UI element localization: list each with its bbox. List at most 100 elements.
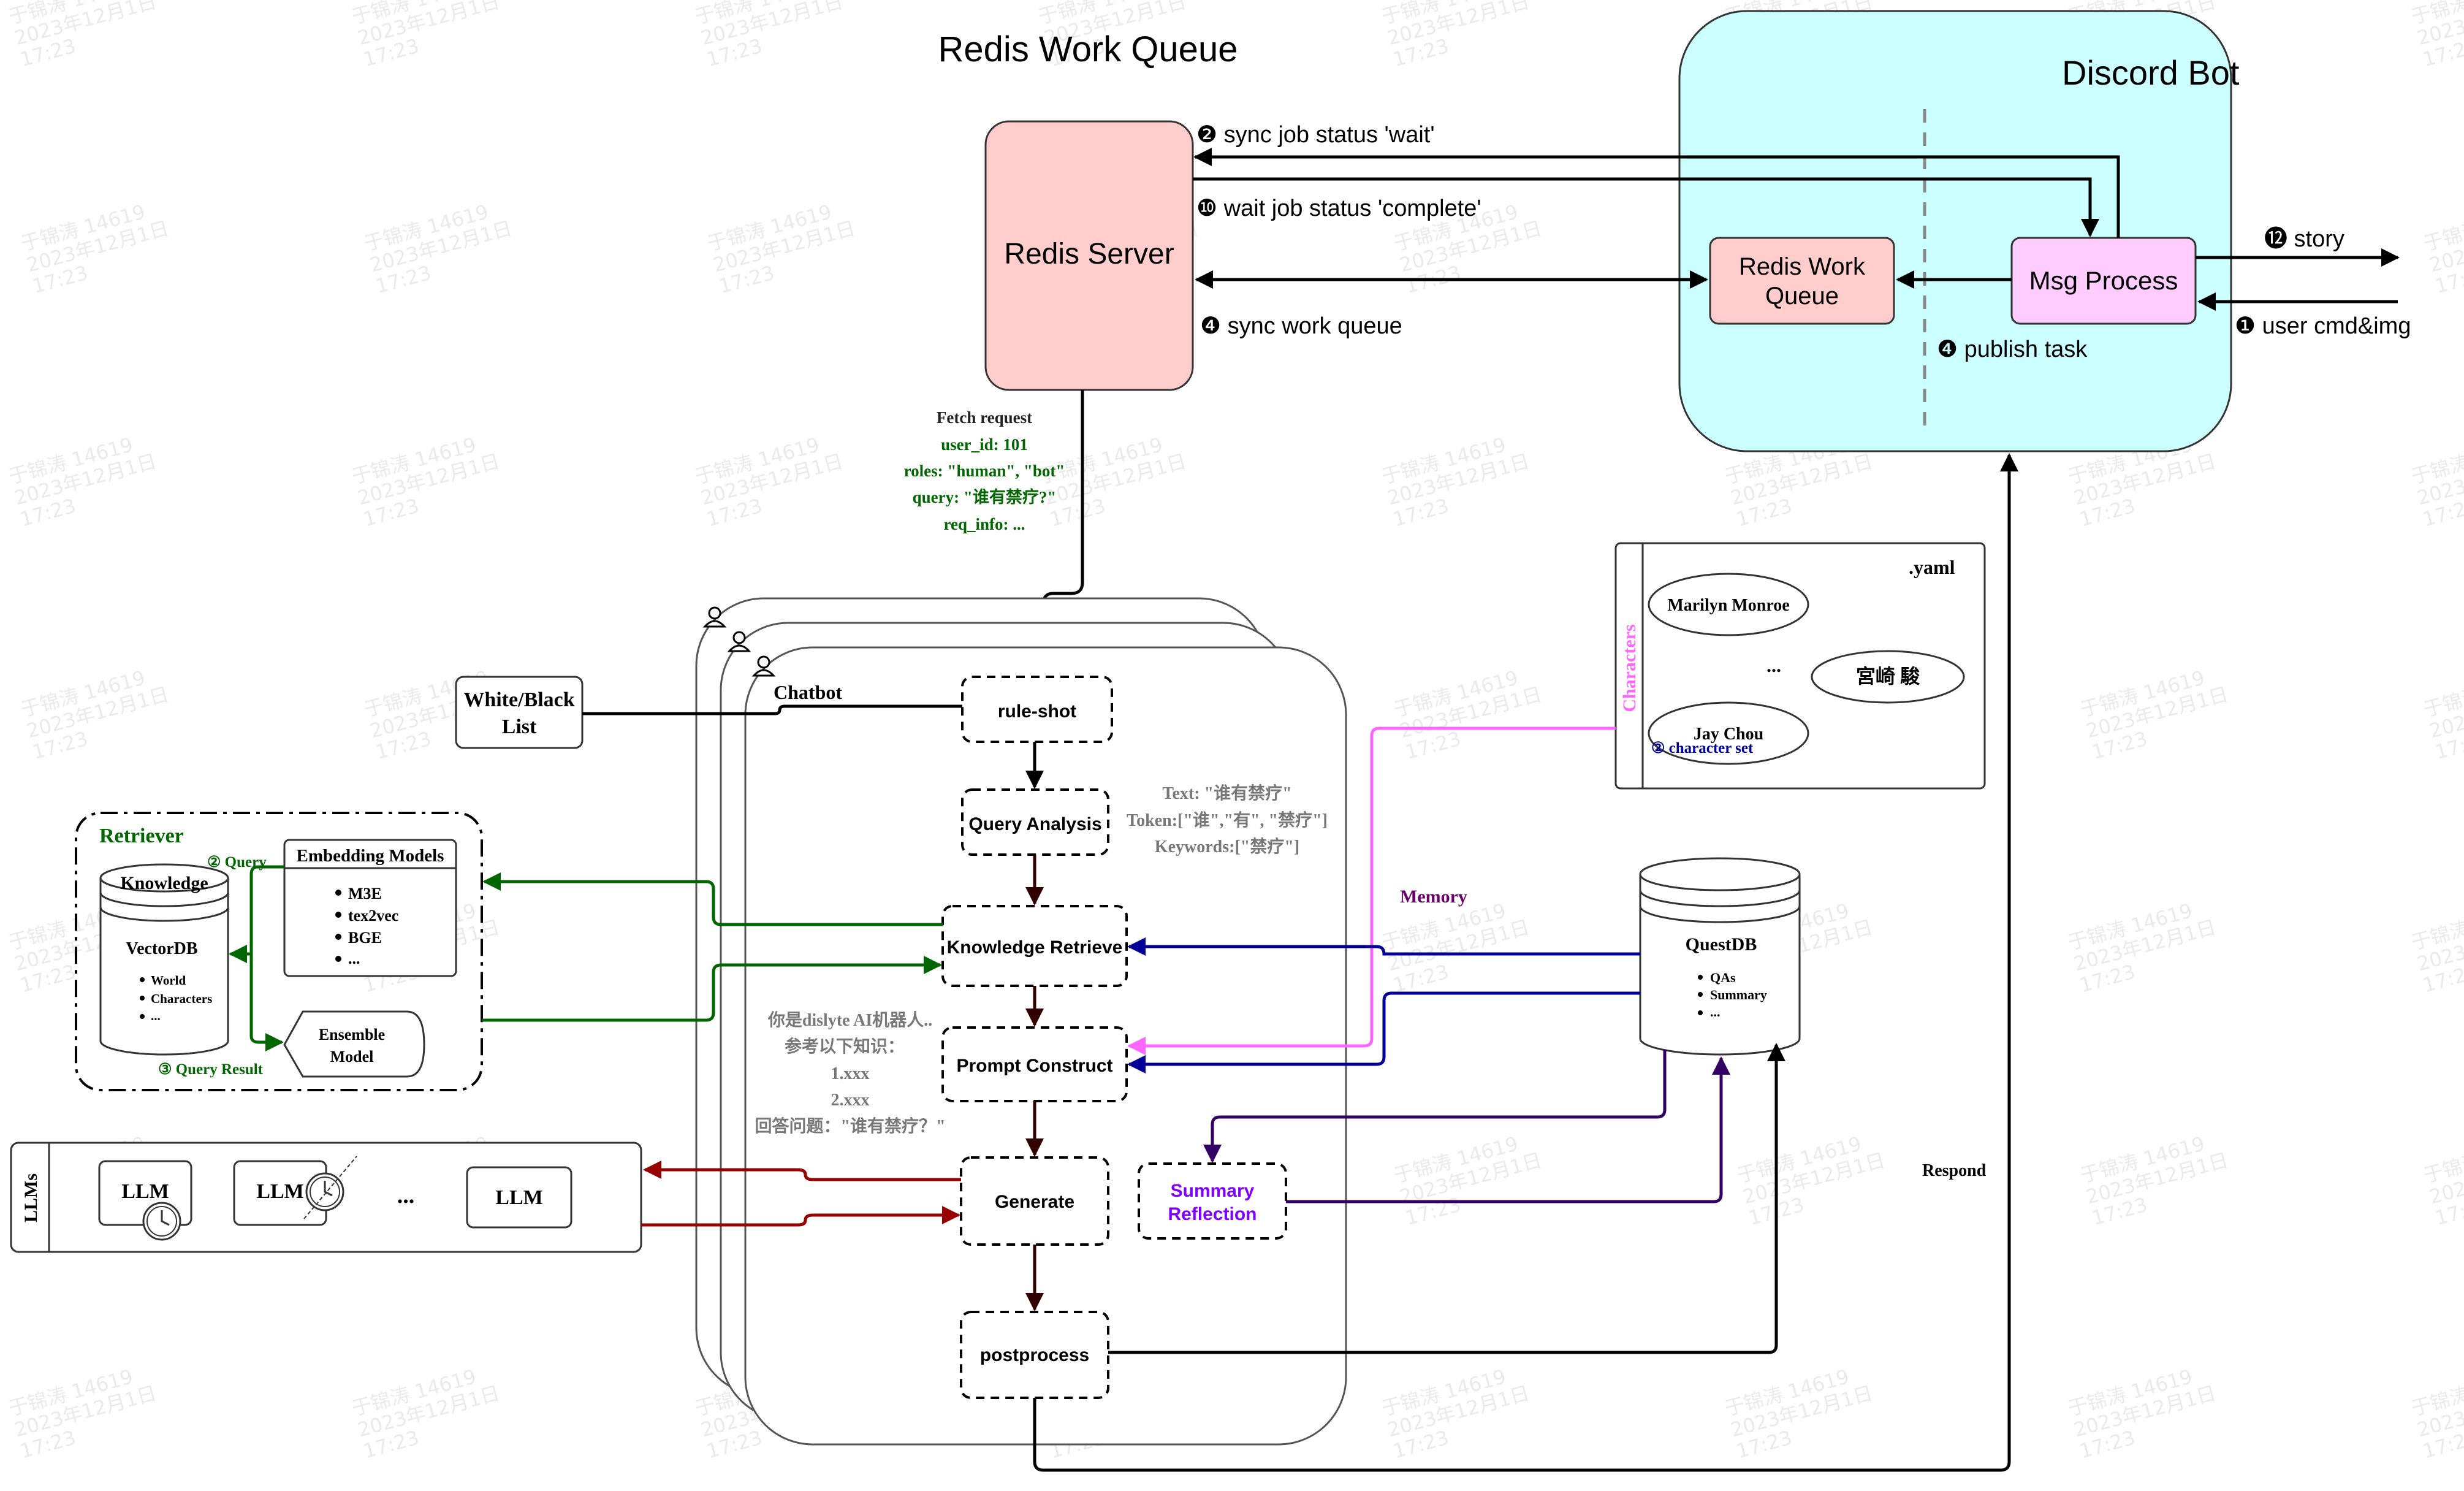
prompt-note-line-4: 2.xxx <box>831 1091 870 1110</box>
edge-white-black-list <box>582 704 962 715</box>
prompt-note-line-1: 你是dislyte AI机器人.. <box>767 1010 932 1030</box>
rule-shot-node[interactable] <box>961 676 1113 743</box>
prompt-note-line-2: 参考以下知识： <box>785 1036 905 1056</box>
llm-label-1: LLM <box>121 1180 169 1203</box>
redis-server-label: Redis Server <box>1004 238 1174 270</box>
qa-note-line-1: Text: "谁有禁疗" <box>1162 783 1291 803</box>
edge-publish-task-label: ❹ publish task <box>1937 337 2088 362</box>
edge-vectordb-to-ensemble <box>249 954 284 1051</box>
generate-node[interactable] <box>960 1156 1109 1246</box>
vectordb-item-3: ... <box>151 1009 161 1023</box>
rule-shot-label: rule-shot <box>998 701 1076 722</box>
discord-bot-title: Discord Bot <box>2062 53 2240 92</box>
redis-server-node[interactable] <box>984 120 1194 391</box>
retriever-container <box>75 812 483 1091</box>
embedding-item-1: M3E <box>348 885 382 902</box>
msg-process-label: Msg Process <box>2029 266 2178 295</box>
prompt-note: 你是dislyte AI机器人.. 参考以下知识： 1.xxx 2.xxx 回答… <box>755 1010 945 1136</box>
embedding-item-3: BGE <box>348 929 382 947</box>
fetch-request-line-3: query: "谁有禁疗?" <box>913 487 1057 506</box>
character-set-label: ② character set <box>1651 740 1754 757</box>
redis-work-queue-label-1: Redis Work <box>1739 253 1866 280</box>
prompt-note-line-5: 回答问题："谁有禁疗？" <box>755 1116 945 1136</box>
prompt-construct-label: Prompt Construct <box>957 1056 1113 1076</box>
ensemble-label-1: Ensemble <box>319 1026 385 1043</box>
questdb-items: QAs Summary ... <box>1698 970 1767 1020</box>
edge-wait-complete <box>1193 177 2099 237</box>
character-jay-chou[interactable] <box>1648 701 1809 765</box>
generate-label: Generate <box>995 1192 1074 1212</box>
edge-sync-wait <box>1193 148 2120 238</box>
edge-sync-wait-label: ❷ sync job status 'wait' <box>1196 122 1435 148</box>
vectordb-item-2: Characters <box>151 991 212 1006</box>
edge-user-cmd-label: ❶ user cmd&img <box>2235 313 2411 339</box>
redis-work-queue-label-2: Queue <box>1765 283 1839 310</box>
embedding-item-2: tex2vec <box>348 907 398 925</box>
white-black-list-label-2: List <box>502 715 537 738</box>
vectordb-items: World Characters ... <box>140 973 212 1023</box>
redis-work-queue-node[interactable] <box>1709 237 1895 325</box>
questdb-item-1: QAs <box>1710 970 1736 985</box>
white-black-list-label-1: White/Black <box>463 688 574 711</box>
postprocess-label: postprocess <box>980 1345 1089 1365</box>
user-icon <box>702 606 776 677</box>
character-marilyn[interactable] <box>1648 573 1809 636</box>
characters-title: Characters <box>1619 624 1640 712</box>
questdb-item-3: ... <box>1710 1004 1721 1020</box>
fetch-request-line-1: user_id: 101 <box>941 435 1028 454</box>
summary-reflection-node[interactable] <box>1138 1162 1287 1240</box>
character-miyazaki[interactable] <box>1811 650 1965 704</box>
memory-label: Memory <box>1400 887 1467 907</box>
discord-bot-container <box>1678 10 2232 452</box>
knowledge-label: Knowledge <box>120 873 208 893</box>
query-analysis-label: Query Analysis <box>968 814 1101 834</box>
qa-note-line-3: Keywords:["禁疗"] <box>1155 836 1299 856</box>
knowledge-retrieve-node[interactable] <box>941 905 1128 987</box>
summary-reflection-label-1: Summary <box>1171 1181 1255 1201</box>
retriever-title: Retriever <box>99 825 184 847</box>
ensemble-model-node[interactable] <box>283 1010 425 1078</box>
qa-note-line-2: Token:["谁","有", "禁疗"] <box>1127 810 1328 830</box>
questdb-item-2: Summary <box>1710 987 1767 1002</box>
edge-query-to-vectordb <box>229 865 284 963</box>
ensemble-label-2: Model <box>330 1048 374 1066</box>
questdb-cylinder <box>1639 857 1801 1056</box>
edge-story-label: ⓬ story <box>2264 226 2344 252</box>
embedding-models-node[interactable] <box>283 839 457 977</box>
edge-generate-to-llms <box>643 1161 961 1181</box>
clock-icon <box>142 1202 181 1241</box>
summary-reflection-label-2: Reflection <box>1168 1204 1257 1224</box>
redis-work-queue-title: Redis Work Queue <box>938 29 1238 69</box>
llm-node-3[interactable] <box>466 1166 572 1229</box>
vectordb-cylinder <box>99 863 229 1056</box>
edge-questdb-to-prompt <box>1127 991 1640 1073</box>
character-marilyn-label: Marilyn Monroe <box>1667 596 1789 615</box>
